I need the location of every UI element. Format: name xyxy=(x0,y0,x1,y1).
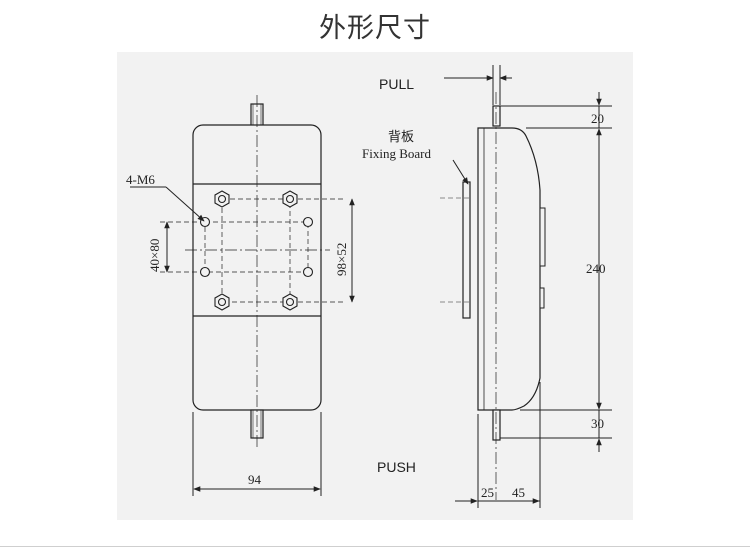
dim-40x80-label: 40×80 xyxy=(147,239,162,272)
front-view xyxy=(160,95,345,448)
dim-top-offset-label: 20 xyxy=(591,111,604,126)
hex-hole-icon xyxy=(214,293,230,311)
dim-thread xyxy=(444,65,512,105)
fixing-board-leader xyxy=(452,159,469,185)
dim-depth xyxy=(455,382,541,508)
dim-width-label: 94 xyxy=(248,472,262,487)
gauge-body xyxy=(192,124,322,411)
mount-holes-label: 4-M6 xyxy=(126,172,155,187)
fixing-board-label-en: Fixing Board xyxy=(362,146,431,161)
side-top-shaft xyxy=(492,105,501,127)
side-bottom-shaft xyxy=(492,409,501,441)
pull-label: PULL xyxy=(379,76,414,92)
fixing-board-label-cn: 背板 xyxy=(388,129,414,144)
bottom-divider xyxy=(0,546,750,547)
fixing-board xyxy=(462,181,471,319)
side-view xyxy=(440,92,546,500)
hex-hole-icon xyxy=(282,293,298,311)
dim-body-depth-label: 45 xyxy=(512,485,525,500)
dim-bottom-offset-label: 30 xyxy=(591,416,604,431)
mount-holes-large xyxy=(214,190,298,311)
dim-width xyxy=(192,412,322,496)
dim-plate-depth-label: 25 xyxy=(481,485,494,500)
dim-98x52-label: 98×52 xyxy=(334,243,349,276)
dim-body-height-label: 240 xyxy=(586,261,606,276)
hex-hole-icon xyxy=(282,190,298,208)
mount-holes-small xyxy=(199,216,314,278)
hex-hole-icon xyxy=(214,190,230,208)
hole-icon xyxy=(302,266,314,278)
page-title: 外形尺寸 xyxy=(319,13,431,44)
side-body xyxy=(477,127,541,411)
hole-icon xyxy=(302,216,314,228)
mount-holes-leader xyxy=(130,186,205,222)
dim-vertical-right xyxy=(500,92,612,452)
push-label: PUSH xyxy=(377,459,416,475)
hole-icon xyxy=(199,266,211,278)
